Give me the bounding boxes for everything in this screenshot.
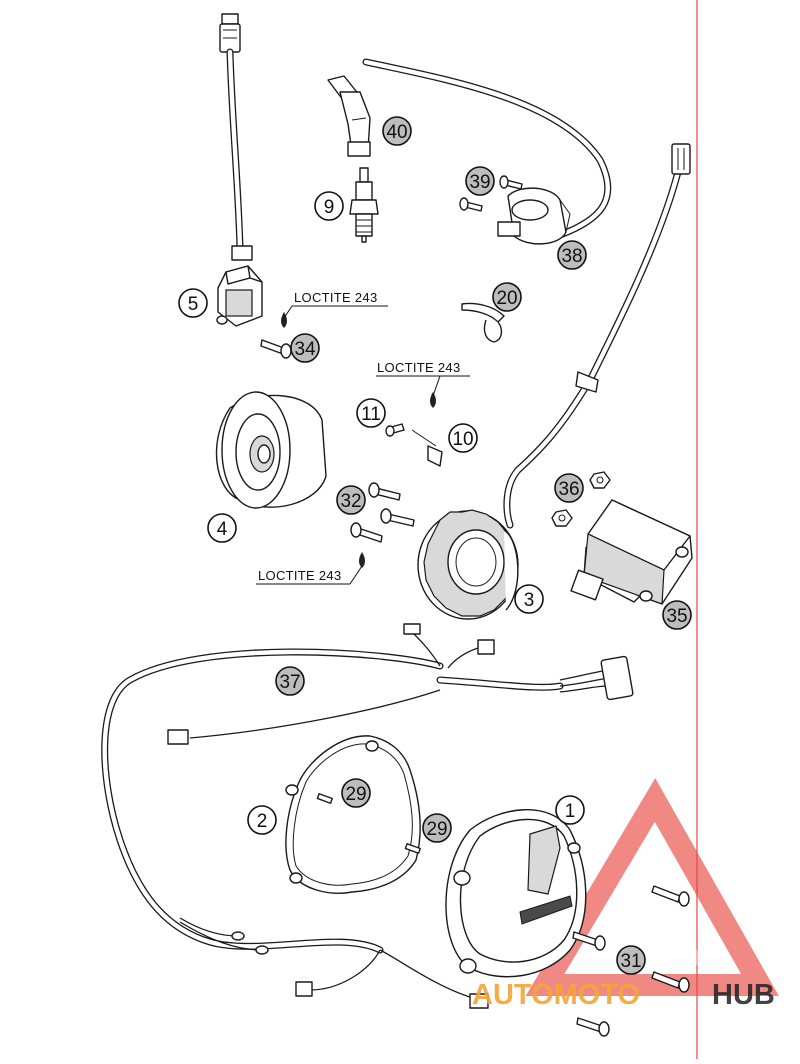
screw-part-31-d (576, 1017, 610, 1037)
svg-text:1: 1 (565, 801, 576, 822)
callout-31: 31 (616, 945, 646, 975)
loctite-label-3: LOCTITE 243 (256, 565, 363, 585)
svg-text:4: 4 (217, 519, 228, 540)
callout-29-a: 29 (341, 778, 371, 808)
loctite-drop-2 (430, 392, 436, 408)
watermark-text-hub: HUB (712, 979, 775, 1011)
screw-part-31-a (651, 885, 690, 907)
callout-34: 34 (290, 333, 320, 363)
watermark-text-automoto: AUTOMOTO (472, 979, 640, 1011)
svg-text:11: 11 (361, 404, 381, 425)
regulator-part-35 (570, 499, 693, 605)
svg-text:35: 35 (666, 606, 687, 627)
clamp-part-10 (411, 429, 443, 467)
wiring-harness-part-37 (101, 623, 634, 1009)
callout-4: 4 (207, 513, 237, 543)
pin-part-29-b (404, 843, 421, 854)
ignition-lead (362, 58, 612, 239)
loctite-label-text: LOCTITE 243 (377, 360, 461, 375)
watermark-logo (525, 778, 779, 996)
nut-part-36-b (551, 509, 573, 527)
callout-32: 32 (336, 485, 366, 515)
callout-20: 20 (492, 282, 522, 312)
callout-5: 5 (178, 288, 208, 318)
callout-11: 11 (356, 398, 386, 428)
svg-text:38: 38 (561, 246, 582, 267)
screw-part-31-c (651, 971, 690, 993)
svg-text:36: 36 (558, 479, 579, 500)
callout-2: 2 (247, 805, 277, 835)
callout-29-b: 29 (422, 813, 452, 843)
callout-9: 9 (314, 191, 344, 221)
screw-part-39-a (499, 175, 523, 190)
callout-3: 3 (514, 584, 544, 614)
loctite-label-1: LOCTITE 243 (283, 290, 388, 319)
svg-text:29: 29 (345, 784, 366, 805)
stator-cable (503, 143, 691, 529)
screw-part-32-a (368, 482, 401, 501)
pickup-sensor-part-5 (216, 13, 263, 327)
gasket-part-2 (285, 735, 421, 894)
svg-text:37: 37 (279, 672, 300, 693)
loctite-label-text: LOCTITE 243 (258, 568, 342, 583)
cable-tie-part-20 (461, 302, 505, 343)
callout-40: 40 (382, 116, 412, 146)
flywheel-part-4 (215, 391, 327, 509)
loctite-drop-3 (359, 552, 365, 568)
loctite-label-2: LOCTITE 243 (376, 360, 470, 397)
screw-part-11 (385, 423, 405, 437)
svg-text:5: 5 (188, 294, 199, 315)
screw-part-32-b (380, 508, 415, 527)
svg-text:29: 29 (426, 819, 447, 840)
callout-37: 37 (275, 666, 305, 696)
screw-part-34 (260, 339, 292, 359)
svg-text:20: 20 (496, 288, 517, 309)
spark-plug-part-9 (349, 167, 379, 243)
svg-text:9: 9 (324, 197, 335, 218)
ignition-cover-part-1 (445, 809, 587, 978)
stator-part-3 (417, 509, 519, 620)
svg-text:3: 3 (524, 590, 535, 611)
loctite-label-text: LOCTITE 243 (294, 290, 378, 305)
svg-text:34: 34 (294, 339, 316, 360)
pin-part-29-a (316, 793, 333, 804)
callout-35: 35 (662, 600, 692, 630)
screw-part-39-b (459, 197, 483, 212)
callout-39: 39 (465, 166, 495, 196)
svg-text:32: 32 (340, 491, 361, 512)
spark-plug-cap-part-40 (327, 75, 371, 157)
watermark-wordmark: AUTOMOTO HUB (472, 979, 775, 1011)
callout-36: 36 (554, 473, 584, 503)
ignition-coil-part-38 (497, 187, 571, 245)
nut-part-36-a (589, 471, 611, 489)
svg-text:40: 40 (386, 122, 407, 143)
screw-part-32-c (350, 522, 383, 543)
callout-1: 1 (555, 795, 585, 825)
svg-text:39: 39 (469, 172, 490, 193)
screw-part-31-b (572, 931, 606, 951)
callout-layer: 1 2 3 4 5 9 10 11 20 29 29 31 32 34 35 3… (178, 116, 692, 975)
svg-text:31: 31 (620, 951, 641, 972)
callout-38: 38 (557, 240, 587, 270)
svg-text:10: 10 (452, 429, 473, 450)
callout-10: 10 (448, 423, 478, 453)
svg-text:2: 2 (257, 811, 268, 832)
